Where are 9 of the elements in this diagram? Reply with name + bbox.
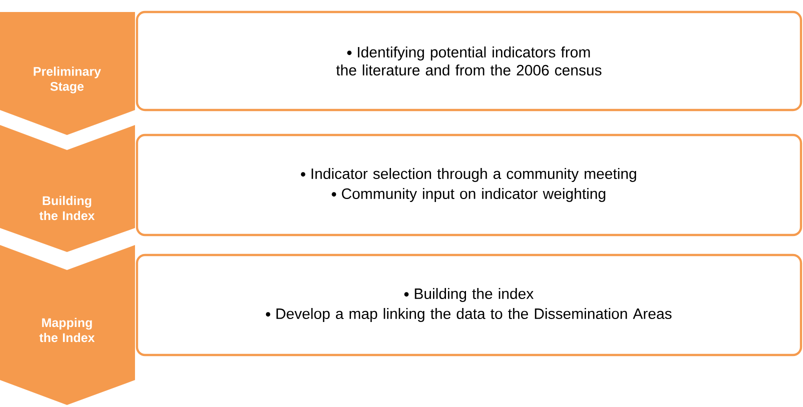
stage-banner: Preliminary Stage xyxy=(0,12,135,135)
step-box: Identifying potential indicators from the literature and from the 2006 census xyxy=(136,10,802,112)
node-label: Preliminary Stage xyxy=(34,66,101,94)
node-label: Building the Index xyxy=(39,196,95,220)
stage-banner: Mapping the Index xyxy=(0,245,135,405)
node-label: Mapping the Index xyxy=(39,318,95,342)
step-box: Indicator selection through a community meeting Community input on indicator weighting xyxy=(136,134,802,236)
step-box: Building the index Develop a map linking the data to the Dissemination Areas xyxy=(136,254,802,356)
stage-banner: Building the Index xyxy=(0,125,135,252)
